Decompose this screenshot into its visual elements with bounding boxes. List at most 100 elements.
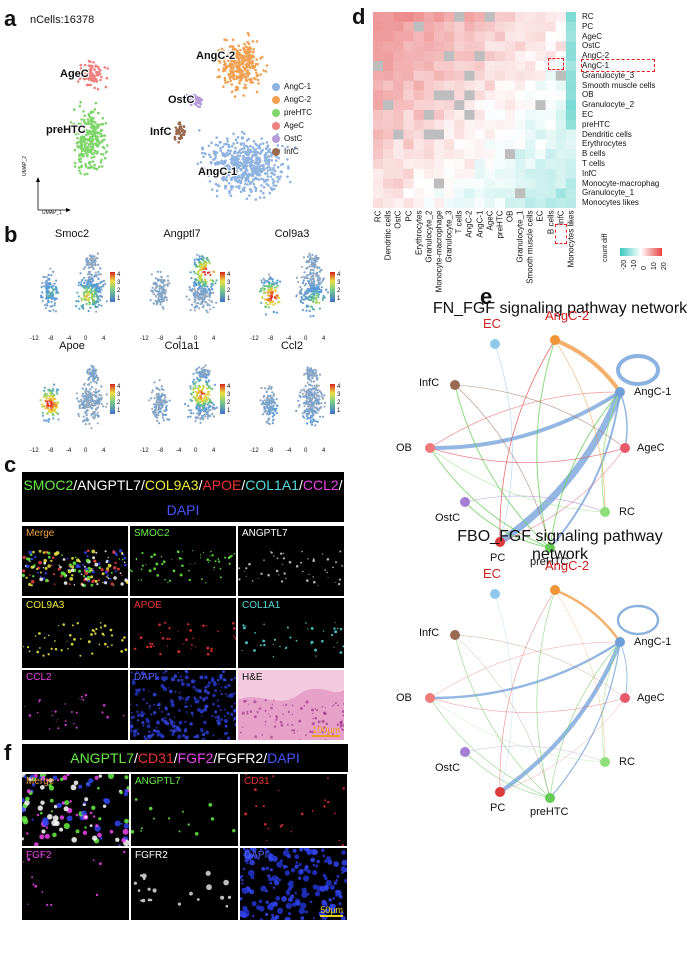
feature-point [56, 406, 59, 409]
heatmap-cell [423, 149, 435, 160]
feature-point [193, 301, 196, 304]
umap-point [248, 194, 251, 197]
umap-point [86, 166, 90, 170]
umap-point [242, 72, 246, 76]
feature-point [78, 400, 81, 403]
feature-point [204, 399, 207, 402]
umap-point [198, 129, 201, 132]
feature-point [158, 294, 161, 297]
umap-point [214, 173, 217, 177]
feature-point [163, 396, 166, 399]
micro-dot [262, 639, 266, 643]
heatmap-cell [504, 90, 516, 101]
feature-point [278, 300, 281, 303]
heatmap-cell [454, 119, 465, 130]
umap-point [73, 108, 76, 111]
feature-point [42, 275, 45, 279]
umap-point [236, 163, 240, 167]
micro-dot [301, 550, 303, 553]
umap-point [274, 159, 278, 162]
heatmap-cell [454, 129, 465, 140]
micro-dot [149, 677, 152, 680]
feature-point [306, 288, 309, 291]
feature-point [201, 300, 204, 303]
heatmap-cell [454, 139, 465, 150]
feature-point [83, 382, 86, 385]
heatmap-cell [565, 70, 576, 81]
feature-point [309, 315, 312, 318]
umap-point [232, 47, 235, 51]
feature-point [51, 413, 55, 416]
umap-point [238, 184, 241, 188]
feature-point [204, 376, 207, 379]
micro-dot [140, 710, 144, 715]
heatmap-cell [555, 149, 567, 160]
feature-point [212, 403, 215, 406]
micro-dot [189, 629, 192, 632]
umap-point [252, 150, 255, 153]
colorbar-tick: 1 [337, 408, 341, 414]
umap-point [90, 110, 93, 113]
heatmap-cell [484, 110, 496, 121]
feature-point [298, 394, 301, 397]
umap-point [270, 159, 274, 162]
heatmap-cell [433, 70, 445, 81]
feature-point [56, 392, 59, 395]
feature-point [199, 302, 202, 306]
umap-point [237, 70, 240, 74]
micro-dot [136, 719, 140, 722]
umap-point [235, 185, 238, 188]
heatmap-cell [413, 61, 425, 72]
panel-letter-a: a [4, 6, 17, 31]
feature-point [307, 296, 310, 299]
umap-point [199, 161, 203, 164]
umap-point [224, 69, 227, 72]
micro-dot [123, 556, 127, 560]
micro-signal [22, 549, 128, 588]
umap-point [245, 139, 249, 142]
micro-dot [219, 690, 221, 693]
he-nucleus [258, 707, 262, 710]
cluster-label-infc: InfC [150, 126, 172, 138]
heatmap-cell [515, 149, 526, 160]
feature-point [80, 280, 83, 283]
micro-dot [321, 639, 324, 643]
feature-point [90, 385, 93, 389]
feature-point [86, 298, 89, 301]
feature-point [92, 367, 95, 370]
feature-point [41, 300, 44, 303]
umap-point [95, 139, 99, 143]
feature-point [309, 416, 312, 420]
feature-point [211, 407, 214, 410]
umap-arrow-y [36, 177, 40, 182]
heatmap-cell [464, 168, 475, 179]
umap-point [228, 45, 232, 48]
feature-point [156, 419, 159, 422]
cluster-label-agec: AgeC [60, 68, 89, 80]
feature-point [51, 292, 54, 295]
micro-dot [150, 555, 153, 559]
micro-dot [100, 627, 102, 629]
feature-point [305, 397, 308, 400]
feature-point [199, 378, 202, 381]
micro-dot [90, 583, 94, 587]
feature-point [41, 411, 44, 414]
micro-dot [156, 574, 160, 577]
umap-point [195, 102, 198, 105]
feature-point [96, 377, 100, 380]
feature-point [100, 285, 103, 288]
micro-dot [185, 711, 188, 714]
heatmap-cell [504, 100, 516, 111]
he-nucleus [327, 733, 330, 736]
feature-point [189, 415, 192, 418]
umap-point [252, 178, 255, 181]
umap-point [267, 184, 270, 187]
feature-point [52, 387, 55, 390]
feature-point [51, 392, 54, 395]
feature-point [315, 300, 318, 303]
heatmap-cell [454, 80, 465, 91]
feature-point [264, 298, 267, 301]
he-nucleus [273, 725, 277, 728]
feature-point [306, 266, 309, 269]
heatmap-cell [535, 100, 546, 111]
